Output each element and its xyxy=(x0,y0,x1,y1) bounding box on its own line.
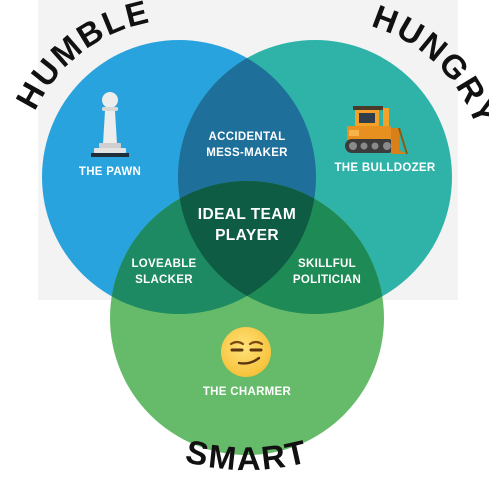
label-slacker: SLACKER xyxy=(135,274,193,286)
region-humble-smart: LOVEABLE SLACKER xyxy=(131,258,196,286)
label-player: PLAYER xyxy=(215,227,279,244)
label-mess-maker: MESS-MAKER xyxy=(206,147,288,159)
smirking-face-icon xyxy=(221,327,271,377)
region-hungry-smart: SKILLFUL POLITICIAN xyxy=(293,258,361,286)
region-hungry-only: THE BULLDOZER xyxy=(334,162,435,174)
label-accidental: ACCIDENTAL xyxy=(209,131,286,143)
region-center: IDEAL TEAM PLAYER xyxy=(198,206,296,244)
label-the-charmer: THE CHARMER xyxy=(203,386,292,398)
label-skillful: SKILLFUL xyxy=(298,258,356,270)
region-smart-only: THE CHARMER xyxy=(203,386,292,398)
chess-pawn-icon xyxy=(91,92,129,157)
label-the-bulldozer: THE BULLDOZER xyxy=(334,162,435,174)
bulldozer-icon xyxy=(345,106,408,155)
label-ideal-team: IDEAL TEAM xyxy=(198,206,296,223)
region-humble-hungry: ACCIDENTAL MESS-MAKER xyxy=(206,131,288,159)
label-politician: POLITICIAN xyxy=(293,274,361,286)
label-loveable: LOVEABLE xyxy=(131,258,196,270)
region-humble-only: THE PAWN xyxy=(79,166,141,178)
label-the-pawn: THE PAWN xyxy=(79,166,141,178)
